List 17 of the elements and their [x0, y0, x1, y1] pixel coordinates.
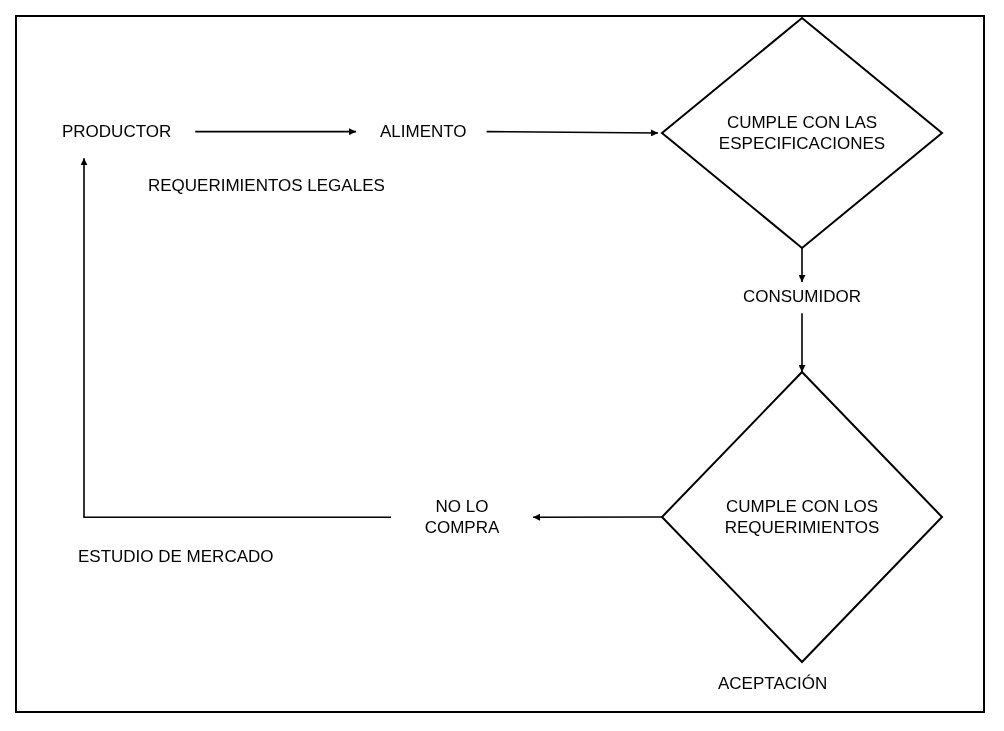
note-label: ESTUDIO DE MERCADO — [78, 547, 274, 567]
note-label: ACEPTACIÓN — [718, 674, 828, 694]
decision-diamond — [662, 18, 942, 248]
arrow — [798, 312, 806, 373]
arrow — [80, 157, 392, 519]
decision-diamond — [662, 372, 942, 662]
step-label: ALIMENTO — [378, 119, 469, 145]
step-label: PRODUCTOR — [60, 119, 174, 145]
arrow — [485, 129, 659, 137]
arrow — [532, 513, 663, 521]
step-label: NO LO COMPRA — [405, 494, 519, 541]
note-label: REQUERIMIENTOS LEGALES — [148, 176, 385, 196]
decision-text: CUMPLE CON LAS ESPECIFICACIONES — [717, 111, 887, 155]
decision-text: CUMPLE CON LOS REQUERIMIENTOS — [723, 495, 881, 539]
arrow — [798, 247, 806, 283]
arrow — [194, 128, 357, 136]
step-label: CONSUMIDOR — [715, 284, 889, 310]
